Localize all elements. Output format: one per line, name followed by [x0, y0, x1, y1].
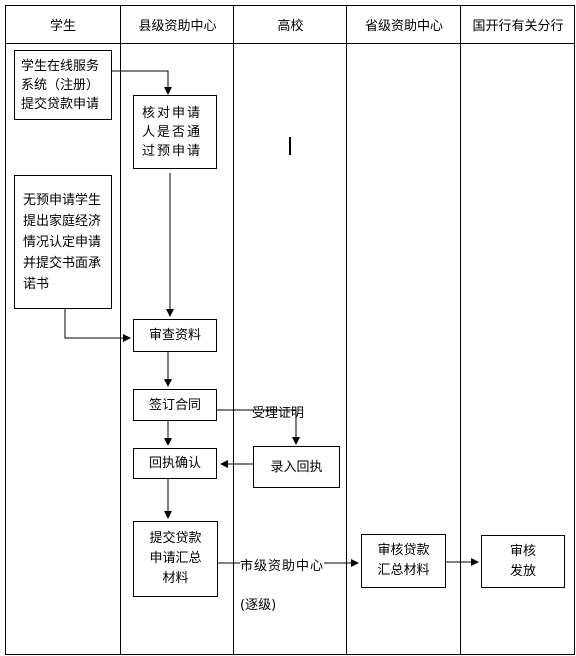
node-review-documents: 审查资料: [133, 319, 217, 352]
lane-header-label: 省级资助中心: [364, 18, 443, 34]
node-label: 学生在线服务系统（注册）提交贷款申请: [21, 58, 100, 112]
node-label: 审核发放: [509, 543, 536, 579]
node-label: 审核贷款汇总材料: [377, 543, 430, 578]
lane-header-label: 国开行有关分行: [472, 18, 564, 34]
edge-online-to-verify: [112, 70, 172, 95]
lane-header-label: 高校: [277, 18, 304, 34]
lane-header-university: 高校: [234, 5, 347, 43]
node-province-review-summary: 审核贷款汇总材料: [361, 534, 446, 588]
diagram-frame: [5, 5, 575, 655]
node-enter-receipt: 录入回执: [253, 446, 340, 488]
node-student-online-application: 学生在线服务系统（注册）提交贷款申请: [14, 50, 112, 120]
lane-header-student: 学生: [5, 5, 121, 43]
node-label: 核对申请人是否通过预申请: [142, 105, 203, 159]
node-no-preapplication-student: 无预申请学生提出家庭经济情况认定申请并提交书面承诺书: [14, 175, 112, 309]
node-submit-loan-summary: 提交贷款申请汇总材料: [133, 521, 218, 597]
node-label: 签订合同: [148, 397, 201, 413]
node-verify-preapplication: 核对申请人是否通过预申请: [133, 95, 217, 169]
lane-header-county-center: 县级资助中心: [121, 5, 234, 43]
node-label: 提交贷款申请汇总材料: [149, 531, 202, 586]
lane-header-label: 县级资助中心: [138, 18, 217, 34]
edge-label-city-center: 市级资助中心: [240, 555, 325, 574]
lane-header-province-center: 省级资助中心: [347, 5, 461, 43]
lane-header-bank-branch: 国开行有关分行: [461, 5, 575, 43]
node-label: 回执确认: [148, 456, 201, 471]
node-receipt-confirmation: 回执确认: [133, 448, 217, 479]
node-label: 录入回执: [270, 459, 323, 475]
edge-label-step-by-step: (逐级): [240, 598, 277, 613]
node-label: 无预申请学生提出家庭经济情况认定申请并提交书面承诺书: [23, 192, 102, 292]
node-sign-contract: 签订合同: [133, 389, 217, 421]
lane-header-label: 学生: [49, 18, 76, 34]
edge-label-acceptance-certificate: 受理证明: [252, 406, 305, 421]
edge-nopreapp-to-review: [64, 309, 131, 342]
node-label: 审查资料: [148, 328, 201, 343]
node-bank-review-disburse: 审核发放: [481, 535, 565, 588]
edge-sign-to-enter: [217, 409, 300, 445]
